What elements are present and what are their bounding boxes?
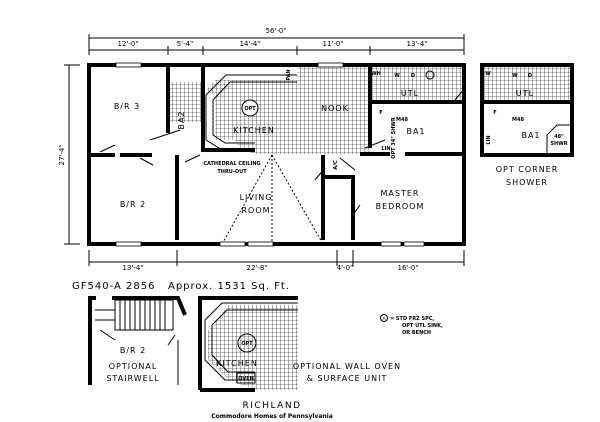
- legend-line-1: = STD FRZ SPC,: [390, 316, 434, 322]
- opt-washer-wh: W: [485, 71, 491, 77]
- ba2-tile: [170, 82, 202, 122]
- opt-corner-title-1: OPT CORNER: [496, 165, 559, 174]
- opt-lin: LIN: [486, 135, 492, 144]
- opt-table: OPT: [244, 106, 256, 112]
- opt-corner-title-2: SHOWER: [506, 178, 548, 187]
- overall-width: 56'-0": [265, 27, 286, 35]
- dim-top-1: 12'-0": [117, 40, 138, 48]
- kitchen-tile: [206, 80, 297, 154]
- interior-walls: [89, 65, 464, 240]
- dim-bottom-3: 4'-0": [337, 264, 354, 272]
- stair-title-2: STAIRWELL: [106, 374, 159, 383]
- room-living-1: LIVING: [240, 193, 273, 202]
- dim-top-2: 5'-4": [177, 40, 194, 48]
- model-line: GF540-A 2856 Approx. 1531 Sq. Ft.: [72, 281, 290, 292]
- dim-bottom-4: 16'-0": [397, 264, 418, 272]
- legend-a-icon: [425, 70, 435, 80]
- utility-tile: [372, 67, 462, 102]
- room-br2: B/R 2: [120, 200, 146, 209]
- corner-shower-option: W W D UTL F M48 BA1 LIN 48" SHWR OPT COR…: [480, 63, 574, 187]
- opt-shower-size: 48": [554, 134, 564, 140]
- ac-unit: A/C: [333, 160, 339, 170]
- kitchen-opt: OPT: [241, 341, 253, 347]
- opt-furnace: F: [493, 110, 496, 116]
- overall-depth: 27'-4": [58, 144, 66, 165]
- company-name: Commodore Homes of Pennsylvania: [211, 413, 333, 420]
- doors: [99, 87, 466, 216]
- dim-bottom-2: 22'-8": [246, 264, 267, 272]
- cathedral-ceiling-2: THRU-OUT: [217, 169, 247, 175]
- dryer: D: [411, 73, 415, 79]
- furnace: F: [379, 110, 382, 116]
- stairwell-option: B/R 2 OPTIONAL STAIRWELL: [88, 296, 187, 385]
- windows: [115, 62, 425, 247]
- stair-title-1: OPTIONAL: [109, 362, 158, 371]
- vanity-m48: M48: [396, 117, 408, 123]
- model-name: RICHLAND: [243, 401, 302, 411]
- dimension-lines: [64, 34, 465, 266]
- room-ba1: BA1: [406, 127, 425, 136]
- water-heater: WH: [371, 71, 381, 77]
- legend-symbol: A: [382, 316, 386, 322]
- linen: LIN: [381, 146, 390, 152]
- washer: W: [394, 73, 400, 79]
- room-master-2: BEDROOM: [376, 202, 425, 211]
- opt-utility: UTL: [516, 89, 534, 98]
- room-nook: NOOK: [321, 104, 349, 113]
- legend: A = STD FRZ SPC, OPT UTL SINK, OR BENCH: [380, 314, 443, 336]
- pantry: PAN: [286, 69, 292, 80]
- room-living-2: ROOM: [241, 206, 270, 215]
- legend-symbol-icon: [380, 314, 388, 322]
- kitchen-opt-title-1: OPTIONAL WALL OVEN: [293, 362, 401, 371]
- cathedral-ceiling-lines: [221, 154, 324, 245]
- legend-line-2: OPT UTL SINK,: [402, 323, 443, 329]
- room-kitchen: KITCHEN: [233, 126, 275, 135]
- room-ba2: BA2: [177, 110, 186, 129]
- opt-ba1: BA1: [521, 131, 540, 140]
- dim-top-4: 11'-0": [322, 40, 343, 48]
- kitchen-opt-label: KITCHEN: [216, 359, 258, 368]
- opt-shower-label: SHWR: [550, 141, 567, 147]
- kitchen-oven-option: OPT KITCHEN OVEN OPTIONAL WALL OVEN & SU…: [198, 296, 401, 392]
- stair-br2: B/R 2: [120, 346, 146, 355]
- opt-washer: W: [512, 73, 518, 79]
- dim-bottom-1: 13'-4": [122, 264, 143, 272]
- nook-tile: [297, 67, 369, 154]
- opt-dryer: D: [528, 73, 532, 79]
- dim-top-3: 14'-4": [239, 40, 260, 48]
- dim-top-5: 13'-4": [406, 40, 427, 48]
- kitchen-counter: [205, 74, 297, 151]
- kitchen-opt-title-2: & SURFACE UNIT: [307, 374, 388, 383]
- opt-shower: OPT 34" SHWR: [391, 117, 397, 159]
- cathedral-ceiling-1: CATHEDRAL CEILING: [203, 161, 260, 167]
- oven-label: OVEN: [238, 376, 254, 382]
- room-master-1: MASTER: [381, 189, 420, 198]
- legend-line-3: OR BENCH: [402, 330, 431, 336]
- opt-m48: M48: [512, 117, 524, 123]
- room-br3: B/R 3: [114, 102, 140, 111]
- room-utility: UTL: [401, 89, 419, 98]
